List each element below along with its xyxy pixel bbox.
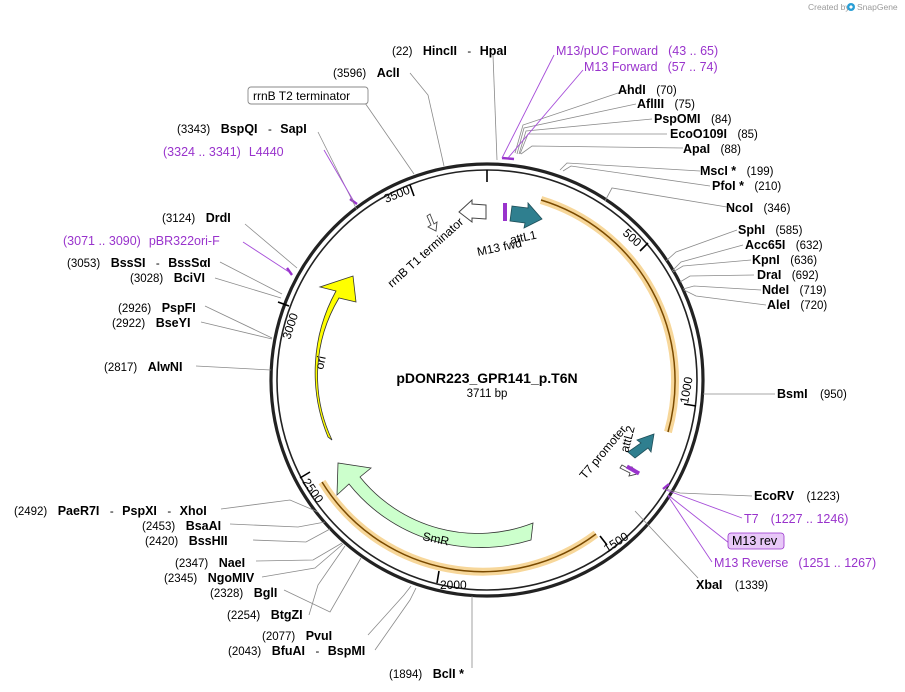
site-msci: MscI * (199): [700, 162, 774, 179]
smr-label: SmR: [421, 529, 450, 548]
credit-brand: SnapGene: [857, 2, 898, 12]
ruler-ticks: [277, 170, 697, 584]
backbone-outer: [269, 162, 705, 598]
site-kpni: KpnI (636): [752, 251, 817, 268]
credit-prefix: Created by: [808, 2, 850, 12]
site-pfoi: PfoI * (210): [712, 177, 781, 194]
site-naei: (2347) NaeI: [175, 554, 245, 571]
site-paer7i-pspxi-xhoi: (2492) PaeR7I - PspXI - XhoI: [14, 502, 207, 519]
primer-leaders: [242, 54, 743, 563]
site-pspfi: (2926) PspFI: [118, 299, 196, 316]
site-bsssi-bsssai: (3053) BssSI - BssSαI: [67, 254, 211, 271]
site-bsshii: (2420) BssHII: [145, 532, 228, 549]
ruler-2500: 2500: [300, 476, 327, 506]
site-bsmi: BsmI (950): [777, 385, 847, 402]
primer-t7: T7(1227 .. 1246): [744, 512, 848, 526]
m13-fwd-label: M13 fwd: [476, 236, 523, 259]
primer-marks: [286, 156, 670, 490]
site-ndei: NdeI (719): [762, 281, 827, 298]
site-xbai: XbaI (1339): [696, 576, 768, 593]
attl2-label: attL2: [617, 424, 638, 454]
primer-m13-rev: M13 rev: [732, 534, 778, 548]
primer-l4440: (3324 .. 3341)L4440: [163, 145, 284, 159]
smr-feature[interactable]: [336, 462, 534, 548]
primer-m13-puc-forward: M13/pUC Forward(43 .. 65): [556, 44, 718, 58]
rrnb-t1-feature[interactable]: [458, 198, 487, 224]
site-hincii-hpai: (22) HincII - HpaI: [392, 42, 507, 59]
site-bsaai: (2453) BsaAI: [142, 517, 221, 534]
rrnb-t1-label: rrnB T1 terminator: [385, 215, 467, 290]
primer-m13-reverse: M13 Reverse(1251 .. 1267): [714, 556, 876, 570]
rrnb-t2-box: [247, 86, 369, 105]
m13-rev-primer-mark: [625, 464, 641, 476]
site-aflii: AflIII (75): [637, 95, 695, 112]
site-ncoi: NcoI (346): [726, 199, 791, 216]
t7-promoter-label: T7 promoter: [577, 423, 630, 482]
site-pvui: (2077) PvuI: [262, 627, 332, 644]
ori-feature[interactable]: [314, 275, 357, 441]
site-bgli: (2328) BglI: [210, 584, 277, 601]
attl2-feature[interactable]: [627, 433, 655, 459]
site-btgzi: (2254) BtgZI: [227, 606, 303, 623]
site-drdi: (3124) DrdI: [162, 209, 231, 226]
site-apai: ApaI (88): [683, 140, 741, 157]
site-bspqi-sapi: (3343) BspQI - SapI: [177, 120, 307, 137]
snapgene-logo-icon: [847, 3, 855, 11]
rrnb-t2-feature[interactable]: [426, 213, 438, 232]
ruler-1000: 1000: [677, 375, 695, 404]
rrnb-t2-label: rrnB T2 terminator: [253, 89, 350, 103]
leader-lines: [195, 54, 775, 668]
m13-fwd-primer-mark: [503, 203, 507, 221]
site-bfuai-bspmi: (2043) BfuAI - BspMI: [228, 642, 365, 659]
orf-band-bottom: [321, 481, 597, 573]
site-acc65i: Acc65I (632): [745, 236, 823, 253]
orf-band-right-glow: [539, 196, 680, 434]
m13-rev-highlight: [727, 532, 785, 550]
site-ahdi: AhdI (70): [618, 81, 677, 98]
attl1-feature[interactable]: [509, 201, 543, 229]
site-alwni: (2817) AlwNI: [104, 358, 182, 375]
primer-m13-forward: M13 Forward(57 .. 74): [584, 60, 718, 74]
site-acli: (3596) AclI: [333, 64, 400, 81]
site-ngomiv: (2345) NgoMIV: [164, 569, 255, 586]
attl1-label: attL1: [509, 228, 538, 247]
ori-label: ori: [312, 355, 328, 371]
primer-pbr322ori-f: (3071 .. 3090)pBR322ori-F: [63, 234, 220, 248]
site-drai: DraI (692): [757, 266, 819, 283]
plasmid-length: 3711 bp: [467, 388, 508, 400]
site-pspomi: PspOMI (84): [654, 110, 732, 127]
ruler-3000: 3000: [280, 311, 302, 341]
site-bseyi: (2922) BseYI: [112, 314, 190, 331]
site-alei: AleI (720): [767, 296, 827, 313]
ruler-2000: 2000: [440, 578, 467, 592]
site-ecorv: EcoRV (1223): [754, 487, 840, 504]
ruler-3500: 3500: [382, 183, 412, 206]
site-ecoo109i: EcoO109I (85): [670, 125, 758, 142]
orf-band-right: [540, 199, 676, 433]
site-bcivi: (3028) BciVI: [130, 269, 205, 286]
site-bcli: (1894) BclI *: [389, 665, 464, 682]
site-sphi: SphI (585): [738, 221, 803, 238]
plasmid-name: pDONR223_GPR141_p.T6N: [396, 370, 577, 386]
